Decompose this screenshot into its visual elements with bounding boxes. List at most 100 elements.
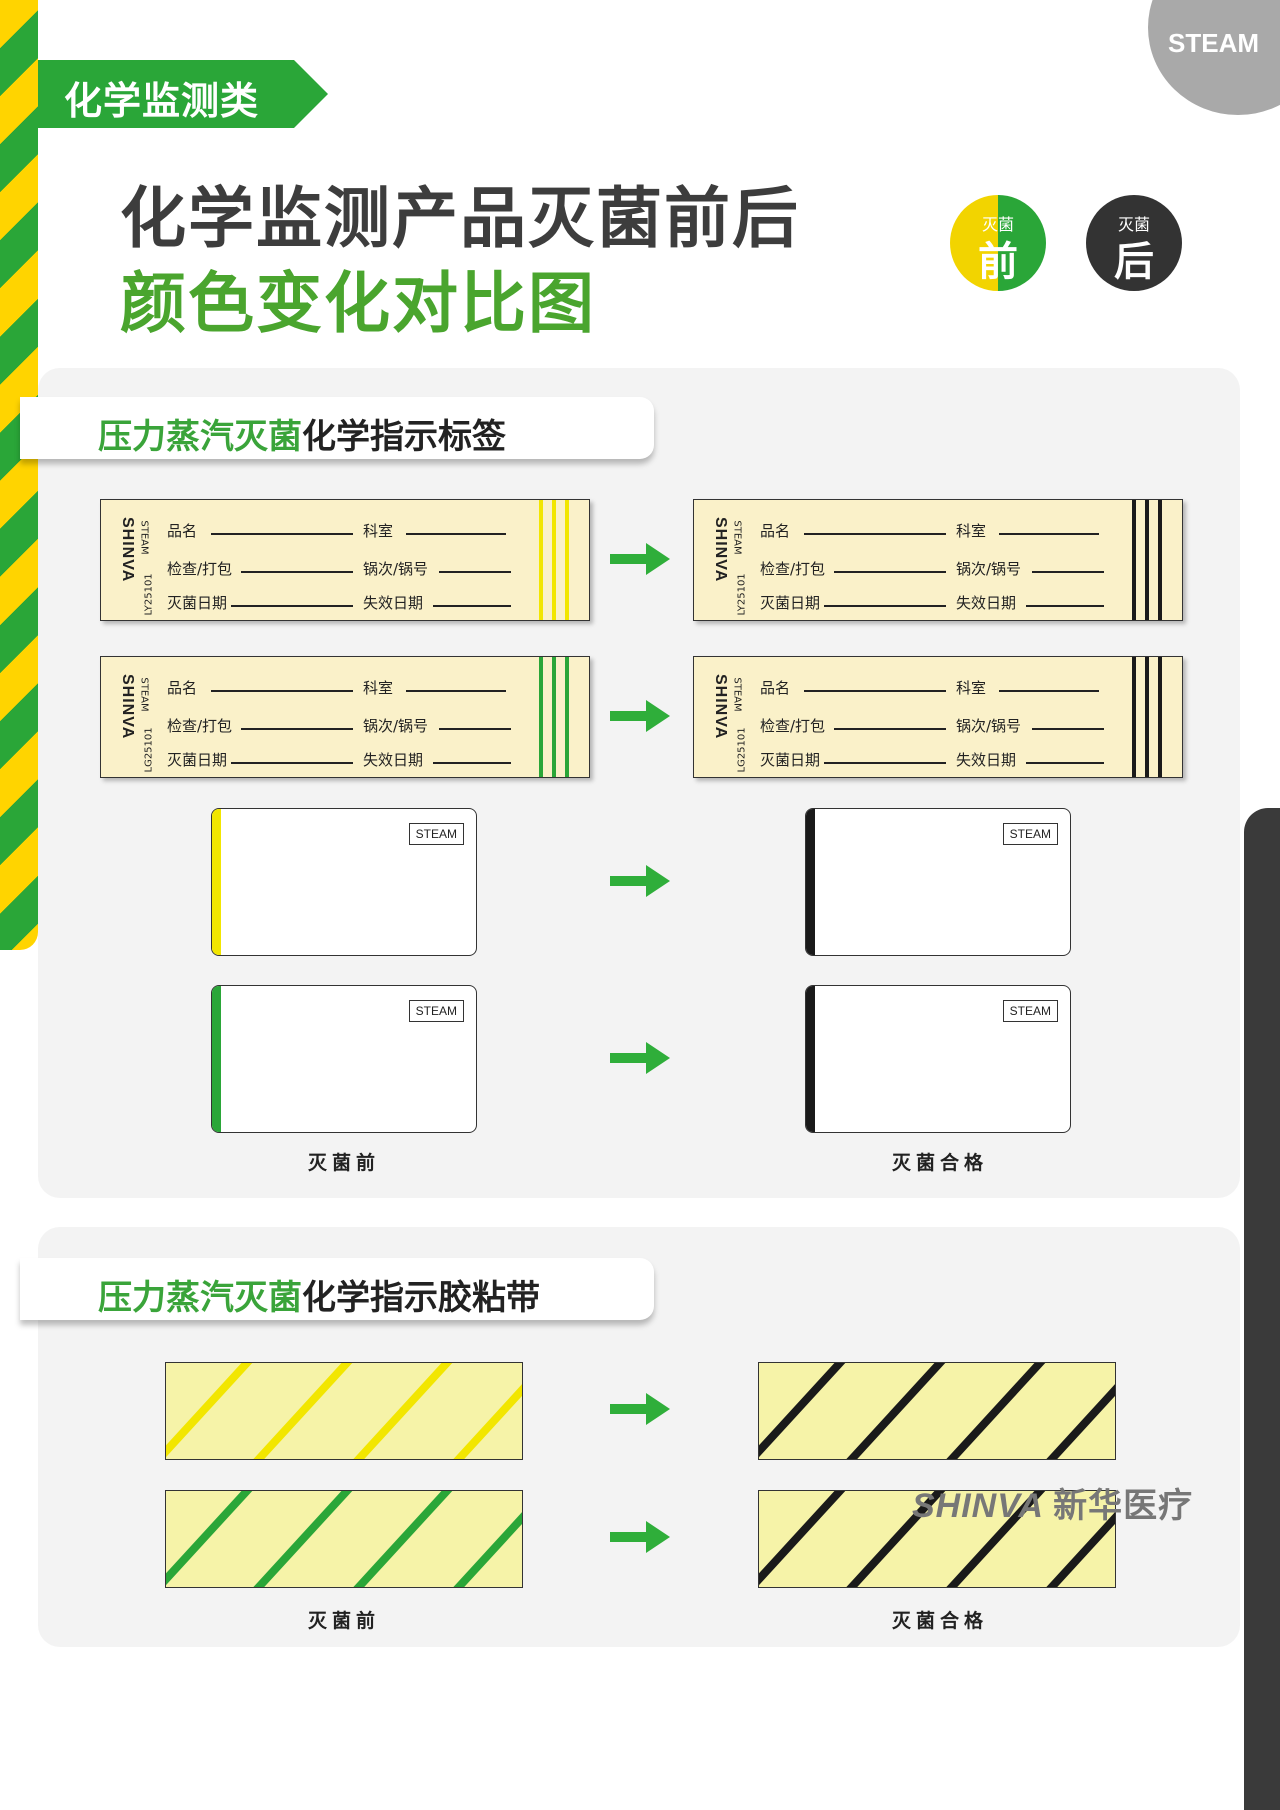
section-title: 压力蒸汽灭菌化学指示胶粘带 — [98, 1270, 540, 1319]
field-line — [231, 605, 353, 607]
footer-logo: SHINVA 新华医疗 — [912, 1478, 1193, 1527]
field-date-label: 灭菌日期 — [760, 751, 821, 769]
field-line — [439, 571, 511, 573]
field-line — [231, 762, 353, 764]
field-check-label: 检查/打包 — [760, 560, 826, 578]
label-lot-vertical: LG25101 — [732, 687, 748, 772]
legend-after-small: 灭菌 — [1117, 215, 1150, 234]
page-subtitle: 颜色变化对比图 — [120, 265, 596, 342]
field-line — [824, 605, 946, 607]
label-lot-text: LY25101 — [736, 573, 748, 616]
field-batch-label: 锅次/锅号 — [956, 717, 1022, 735]
field-line — [834, 571, 946, 573]
card-edge-black — [806, 986, 815, 1132]
field-line — [824, 762, 946, 764]
card-steam-tag: STEAM — [1002, 823, 1058, 845]
arrow-right-icon — [610, 700, 670, 732]
legend-before-badge: 灭菌 前 — [950, 195, 1046, 291]
field-expiry-label: 失效日期 — [956, 751, 1017, 769]
field-dept-label: 科室 — [363, 522, 394, 540]
steam-corner-label: STEAM — [1168, 28, 1259, 58]
field-date-label: 灭菌日期 — [167, 594, 228, 612]
field-expiry-label: 失效日期 — [956, 594, 1017, 612]
legend-before-big: 前 — [978, 239, 1018, 285]
field-line — [406, 690, 506, 692]
label-lot-vertical: LY25101 — [732, 530, 748, 615]
field-line — [406, 533, 506, 535]
field-batch-label: 锅次/锅号 — [363, 717, 429, 735]
card-edge-yellow — [212, 809, 221, 955]
legend-before-small: 灭菌 — [981, 215, 1014, 234]
arrow-right-icon — [610, 1393, 670, 1425]
field-line — [804, 533, 946, 535]
label-brand-text: SHINVA — [712, 674, 729, 740]
card-steam-tag: STEAM — [1002, 1000, 1058, 1022]
field-line — [1032, 571, 1104, 573]
field-line — [1032, 728, 1104, 730]
flag-shape — [38, 60, 328, 128]
field-line — [834, 728, 946, 730]
card-edge-green — [212, 986, 221, 1132]
section-title-green: 压力蒸汽灭菌 — [98, 1278, 302, 1318]
field-check-label: 检查/打包 — [167, 560, 233, 578]
section-title: 压力蒸汽灭菌化学指示标签 — [98, 409, 506, 458]
label-lot-vertical: LY25101 — [139, 530, 155, 615]
indicator-card-green-before: STEAM — [211, 985, 477, 1133]
field-line — [433, 762, 511, 764]
field-name-label: 品名 — [167, 679, 198, 697]
label-lot-vertical: LG25101 — [139, 687, 155, 772]
category-flag: 化学监测类 — [38, 60, 328, 128]
arrow-right-icon — [610, 865, 670, 897]
indicator-label-yellow-before: SHINVA STEAM LY25101 品名 科室 检查/打包 锅次/锅号 灭… — [100, 499, 590, 621]
field-line — [1026, 605, 1104, 607]
legend-after-badge: 灭菌 后 — [1086, 195, 1182, 291]
field-dept-label: 科室 — [956, 679, 987, 697]
label-lot-text: LG25101 — [736, 727, 748, 773]
section-tab-labels: 压力蒸汽灭菌化学指示标签 — [20, 397, 654, 459]
tape-stripes-black — [759, 1491, 1115, 1587]
caption-before: 灭菌前 — [308, 1610, 381, 1632]
indicator-card-yellow-before: STEAM — [211, 808, 477, 956]
category-label: 化学监测类 — [64, 79, 260, 123]
field-date-label: 灭菌日期 — [167, 751, 228, 769]
field-name-label: 品名 — [760, 679, 791, 697]
field-batch-label: 锅次/锅号 — [363, 560, 429, 578]
label-lot-text: LG25101 — [143, 727, 155, 773]
section-title-dark: 化学指示胶粘带 — [302, 1278, 540, 1318]
indicator-stripes-black — [1132, 500, 1162, 620]
section-title-dark: 化学指示标签 — [302, 417, 506, 457]
indicator-label-yellow-after: SHINVA STEAM LY25101 品名 科室 检查/打包 锅次/锅号 灭… — [693, 499, 1183, 621]
indicator-tape-green-after — [758, 1490, 1116, 1588]
brand-vertical: SHINVA — [113, 517, 139, 598]
indicator-label-green-before: SHINVA STEAM LG25101 品名 科室 检查/打包 锅次/锅号 灭… — [100, 656, 590, 778]
field-batch-label: 锅次/锅号 — [956, 560, 1022, 578]
field-line — [211, 533, 353, 535]
field-expiry-label: 失效日期 — [363, 594, 424, 612]
field-line — [999, 690, 1099, 692]
arrow-right-icon — [610, 543, 670, 575]
field-line — [433, 605, 511, 607]
card-steam-tag: STEAM — [408, 823, 464, 845]
label-lot-text: LY25101 — [143, 573, 155, 616]
label-brand-text: SHINVA — [119, 517, 136, 583]
indicator-stripes-yellow — [539, 500, 569, 620]
legend-after-big: 后 — [1114, 239, 1154, 285]
section-title-green: 压力蒸汽灭菌 — [98, 417, 302, 457]
decorative-right-bar — [1244, 808, 1280, 1810]
indicator-card-green-after: STEAM — [805, 985, 1071, 1133]
field-expiry-label: 失效日期 — [363, 751, 424, 769]
indicator-tape-yellow-after — [758, 1362, 1116, 1460]
card-edge-black — [806, 809, 815, 955]
field-line — [241, 571, 353, 573]
caption-after: 灭菌合格 — [892, 1610, 989, 1632]
field-check-label: 检查/打包 — [760, 717, 826, 735]
field-line — [241, 728, 353, 730]
field-name-label: 品名 — [167, 522, 198, 540]
caption-after: 灭菌合格 — [892, 1152, 989, 1174]
indicator-card-yellow-after: STEAM — [805, 808, 1071, 956]
footer-brand: SHINVA — [912, 1487, 1043, 1525]
decorative-side-stripe — [0, 0, 38, 950]
tape-stripes-yellow — [166, 1363, 522, 1459]
field-line — [1026, 762, 1104, 764]
indicator-tape-green-before — [165, 1490, 523, 1588]
